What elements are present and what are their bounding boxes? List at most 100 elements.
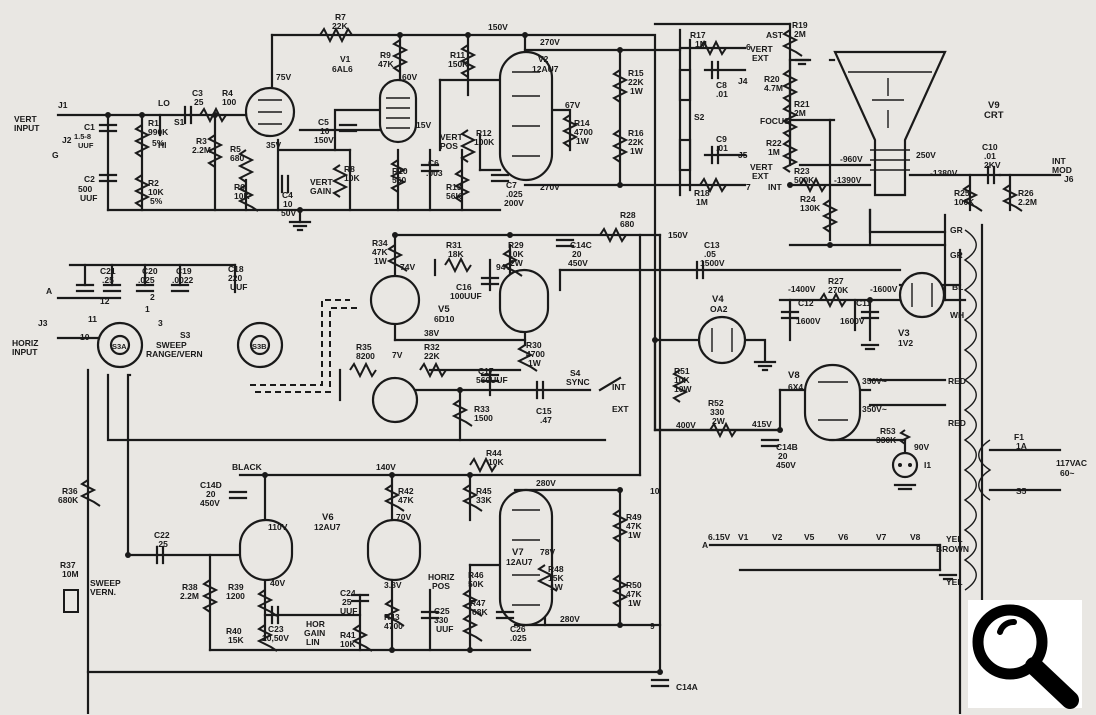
label-c18-value-2: UUF [230,282,247,292]
label-c7-value-1: .025 [506,189,523,199]
label-neg1390v: -1390V [834,175,862,185]
label-r1-value-2: 5% [152,138,165,148]
label-c1-value-1: 1.5-8 [74,132,91,141]
label-sw-2: 2 [150,292,155,302]
label-r32-value: 22K [424,351,440,361]
label-r28: R28 [620,210,636,220]
label-pin-9: 9 [650,621,655,631]
label-vert-pos-1: VERT [440,132,463,142]
label-r18-value: 1M [696,197,708,207]
label-sweep-1: SWEEP [156,340,187,350]
zoom-button[interactable] [966,598,1084,710]
label-r33: R33 [474,404,490,414]
label-s3: S3 [180,330,191,340]
label-s3a: S3A [112,342,127,351]
label-270v-b: 270V [540,182,560,192]
label-r10-value: 560 [392,175,406,185]
label-c26-value: .025 [510,633,527,643]
label-r21: R21 [794,99,810,109]
label-67v: 67V [565,100,580,110]
label-c4-value-1: 10 [283,199,293,209]
label-r45-value: 33K [476,495,492,505]
label-15v: 15V [416,120,431,130]
label-gr-1: GR [950,225,963,235]
label-sw-3: 3 [158,318,163,328]
label-ast: AST [766,30,784,40]
label-c20-value: .025 [138,275,155,285]
label-vert-ext-b-1: VERT [750,162,773,172]
label-c17: C17 [478,366,494,376]
label-r6-value: 10K [234,191,250,201]
label-r33-value: 1500 [474,413,493,423]
label-c3: C3 [192,88,203,98]
label-c9: C9 [716,134,727,144]
label-r39-value: 1200 [226,591,245,601]
label-hor-gain-1: HOR [306,619,325,629]
tube-v4 [697,315,747,365]
label-sync-int: INT [612,382,627,392]
label-74v: 74V [400,262,415,272]
label-sweep-2: RANGE/VERN [146,349,203,359]
label-s4: S4 [570,368,581,378]
label-r4-value: 100 [222,97,236,107]
label-270v: 270V [540,37,560,47]
label-400v: 400V [676,420,696,430]
label-horiz-pos-1: HORIZ [428,572,454,582]
label-neg1380v: -1380V [930,168,958,178]
label-r31: R31 [446,240,462,250]
label-c19: C19 [176,266,192,276]
label-r13-value: 56K [446,191,462,201]
label-r36: R36 [62,486,78,496]
label-c23: C23 [268,624,284,634]
label-r47: R47 [470,598,486,608]
label-c14d-value-2: 450V [200,498,220,508]
label-v4: V4 [712,294,724,305]
label-r26-value: 2.2M [1018,197,1037,207]
label-vert-pos-2: POS [440,141,458,151]
label-r8-value: 10K [344,173,360,183]
label-r47-value: 68K [472,607,488,617]
label-v2: V2 [538,54,549,64]
label-a: A [46,286,52,296]
transformer-t1 [963,223,992,602]
label-94v: 94V [496,262,511,272]
label-r35: R35 [356,342,372,352]
label-neg1600v: -1600V [870,284,898,294]
labels-power-supply: V4 OA2 R51 10K 10W R52 330 2W 400V 415V … [674,225,1087,587]
label-c23-value: 20,50V [262,633,289,643]
label-117vac: 117VAC [1056,458,1087,468]
label-r37-value: 10M [62,569,79,579]
label-r15-value-1: 22K [628,77,644,87]
label-r27: R27 [828,276,844,286]
label-r48: R48 [548,564,564,574]
label-r5: R5 [230,144,241,154]
label-r19-value: 2M [794,29,806,39]
label-c6-value: .003 [426,168,443,178]
label-heater-v8: V8 [910,532,921,542]
label-v3: V3 [898,328,910,339]
label-c21: C21 [100,266,116,276]
label-r29-value-1: 10K [508,249,524,259]
label-c16: C16 [456,282,472,292]
label-c10: C10 [982,142,998,152]
label-r44-value: 10K [488,457,504,467]
range-switch-s3b [236,321,284,369]
label-c14d-value-1: 20 [206,489,216,499]
label-wh: WH [950,310,964,320]
label-c12: C12 [798,298,814,308]
label-250v: 250V [916,150,936,160]
label-c13: C13 [704,240,720,250]
labels-sweep: C21 .25 C20 .025 C19 .0022 C18 220 UUF S… [12,210,725,425]
label-j4: J4 [738,76,748,86]
label-c5-value-1: 10 [320,126,330,136]
label-r41-value: 10K [340,639,356,649]
label-c17-value: 560UUF [476,375,508,385]
label-40v: 40V [270,578,285,588]
label-vert-ext-a-2: EXT [752,53,769,63]
label-c12-value: 1600V [796,316,821,326]
sweep-shielded-lead [250,299,360,393]
label-r23-value: 500K [794,175,815,185]
label-c14b: C14B [776,442,798,452]
label-c3-value: 25 [194,97,204,107]
label-150v: 150V [488,22,508,32]
